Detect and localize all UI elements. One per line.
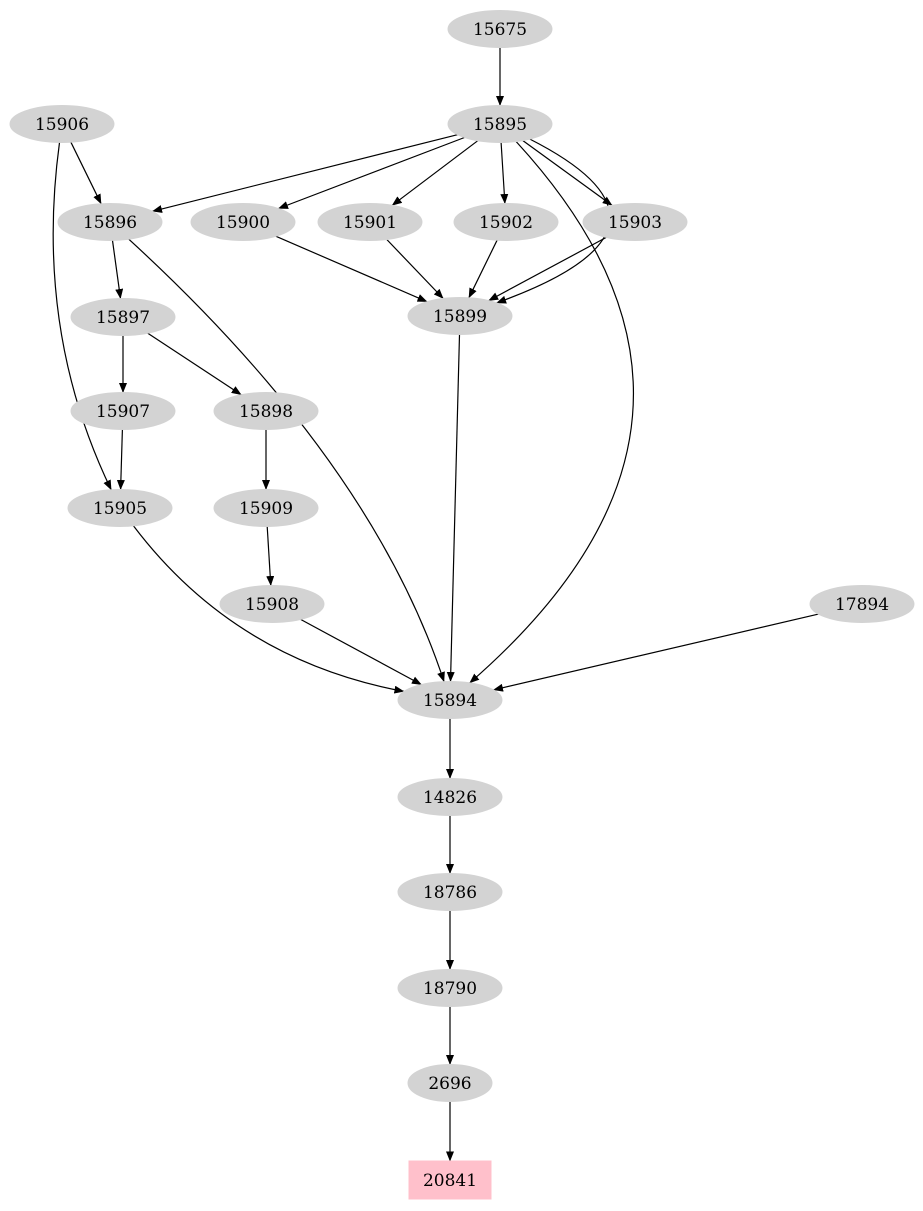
- node-ellipse-shape: [213, 489, 319, 527]
- node-ellipse-shape: [447, 10, 553, 48]
- node-label: 15894: [423, 691, 477, 711]
- graph-node-15896: 15896: [57, 203, 163, 241]
- graph-edge-15895-15900: [278, 136, 465, 210]
- graph-node-15900: 15900: [190, 203, 296, 241]
- graph-edge-15906-15905: [52, 142, 112, 491]
- graph-node-15908: 15908: [219, 585, 325, 623]
- graph-edge-15906-15896: [70, 141, 102, 205]
- node-label: 15675: [473, 20, 527, 40]
- graph-edge-17894-15894: [493, 613, 819, 692]
- graph-edge-15909-15908: [266, 526, 275, 586]
- node-ellipse-shape: [582, 203, 688, 241]
- graph-edge-15901-15899: [386, 239, 444, 299]
- node-ellipse-shape: [407, 1064, 493, 1102]
- graph-node-15902: 15902: [453, 203, 559, 241]
- graph-edge-15897-15898: [147, 332, 242, 396]
- node-label: 17894: [835, 595, 889, 615]
- graph-edge-15899-15894: [446, 334, 461, 682]
- node-label: 2696: [428, 1074, 471, 1094]
- node-label: 15908: [245, 595, 299, 615]
- node-label: 15905: [93, 499, 147, 519]
- node-ellipse-shape: [317, 203, 423, 241]
- node-ellipse-shape: [809, 585, 915, 623]
- node-ellipse-shape: [453, 203, 559, 241]
- node-label: 15895: [473, 115, 527, 135]
- graph-node-15901: 15901: [317, 203, 423, 241]
- node-label: 15899: [433, 307, 487, 327]
- node-label: 14826: [423, 788, 477, 808]
- graph-edge-15895-15901: [391, 140, 479, 206]
- graph-node-15897: 15897: [70, 298, 176, 336]
- node-ellipse-shape: [447, 105, 553, 143]
- node-ellipse-shape: [397, 969, 503, 1007]
- node-ellipse-shape: [397, 873, 503, 911]
- node-box-shape: [408, 1160, 492, 1200]
- node-label: 18786: [423, 883, 477, 903]
- node-ellipse-shape: [57, 203, 163, 241]
- graph-edge-15895-15896: [152, 134, 458, 213]
- node-label: 15901: [343, 213, 397, 233]
- node-ellipse-shape: [67, 489, 173, 527]
- graph-node-18786: 18786: [397, 873, 503, 911]
- edges-layer: [52, 47, 819, 1162]
- node-label: 15909: [239, 499, 293, 519]
- graph-node-15899: 15899: [407, 297, 513, 335]
- graph-node-15903: 15903: [582, 203, 688, 241]
- graph-edge-15896-15894: [128, 238, 445, 683]
- node-label: 15907: [96, 402, 150, 422]
- graph-node-18790: 18790: [397, 969, 503, 1007]
- node-label: 15896: [83, 213, 137, 233]
- node-label: 18790: [423, 979, 477, 999]
- graph-edge-15895-15902: [500, 142, 509, 204]
- node-ellipse-shape: [397, 778, 503, 816]
- graph-node-17894: 17894: [809, 585, 915, 623]
- graph-node-15905: 15905: [67, 489, 173, 527]
- graph-edge-15896-15897: [111, 240, 124, 299]
- node-ellipse-shape: [397, 681, 503, 719]
- graph-node-15895: 15895: [447, 105, 553, 143]
- node-ellipse-shape: [190, 203, 296, 241]
- node-label: 15900: [216, 213, 270, 233]
- node-label: 15898: [239, 402, 293, 422]
- node-label: 15903: [608, 213, 662, 233]
- graph-node-20841: 20841: [408, 1160, 492, 1200]
- graph-edge-15900-15899: [275, 235, 428, 303]
- node-label: 15906: [35, 115, 89, 135]
- node-ellipse-shape: [70, 392, 176, 430]
- graph-node-2696: 2696: [407, 1064, 493, 1102]
- node-ellipse-shape: [407, 297, 513, 335]
- graph-edge-15895-15894: [469, 141, 634, 684]
- graph-edge-15903-15899: [488, 236, 607, 302]
- node-label: 20841: [423, 1171, 477, 1191]
- graph-node-14826: 14826: [397, 778, 503, 816]
- graph-edge-15902-15899: [468, 239, 498, 299]
- node-ellipse-shape: [70, 298, 176, 336]
- graph-edge-15905-15894: [133, 525, 405, 694]
- graph-edge-15907-15905: [116, 429, 125, 490]
- graph-edge-15895-15903: [522, 140, 613, 206]
- node-ellipse-shape: [9, 105, 115, 143]
- graph-edge-15908-15894: [300, 618, 422, 686]
- node-ellipse-shape: [219, 585, 325, 623]
- graph-node-15907: 15907: [70, 392, 176, 430]
- node-ellipse-shape: [213, 392, 319, 430]
- node-label: 15897: [96, 308, 150, 328]
- node-label: 15902: [479, 213, 533, 233]
- graph-node-15909: 15909: [213, 489, 319, 527]
- nodes-layer: 15675 15895 15906 15896 15900 15901 15902 15903…: [9, 10, 915, 1200]
- graph-node-15898: 15898: [213, 392, 319, 430]
- graph-node-15675: 15675: [447, 10, 553, 48]
- graph-node-15906: 15906: [9, 105, 115, 143]
- graph-node-15894: 15894: [397, 681, 503, 719]
